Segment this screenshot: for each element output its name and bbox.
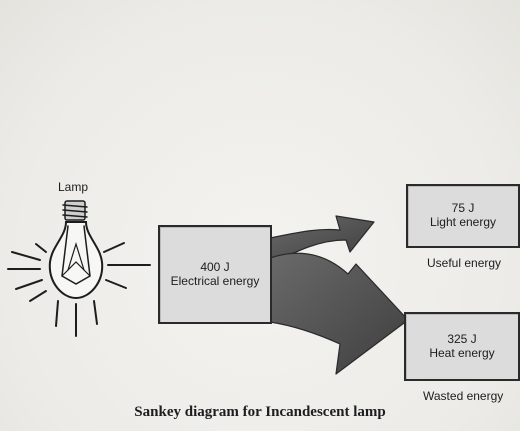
heat-energy-box: 325 J Heat energy (404, 312, 520, 381)
heat-energy-value: 325 J (447, 331, 477, 346)
light-bulb-icon (7, 200, 151, 337)
wasted-energy-label: Wasted energy (423, 389, 504, 403)
electrical-energy-name: Electrical energy (170, 273, 260, 288)
light-energy-value: 75 J (451, 201, 475, 216)
lamp-label: Lamp (58, 180, 89, 194)
heat-energy-name: Heat energy (429, 345, 495, 360)
light-energy-name: Light energy (429, 215, 497, 229)
heat-energy-flow-arrow (269, 252, 409, 375)
useful-energy-label: Useful energy (427, 256, 502, 270)
diagram-caption: Sankey diagram for Incandescent lamp (134, 404, 386, 420)
electrical-energy-box: 400 J Electrical energy (158, 225, 272, 324)
electrical-energy-value: 400 J (200, 259, 230, 274)
light-energy-box: 75 J Light energy (406, 184, 520, 248)
